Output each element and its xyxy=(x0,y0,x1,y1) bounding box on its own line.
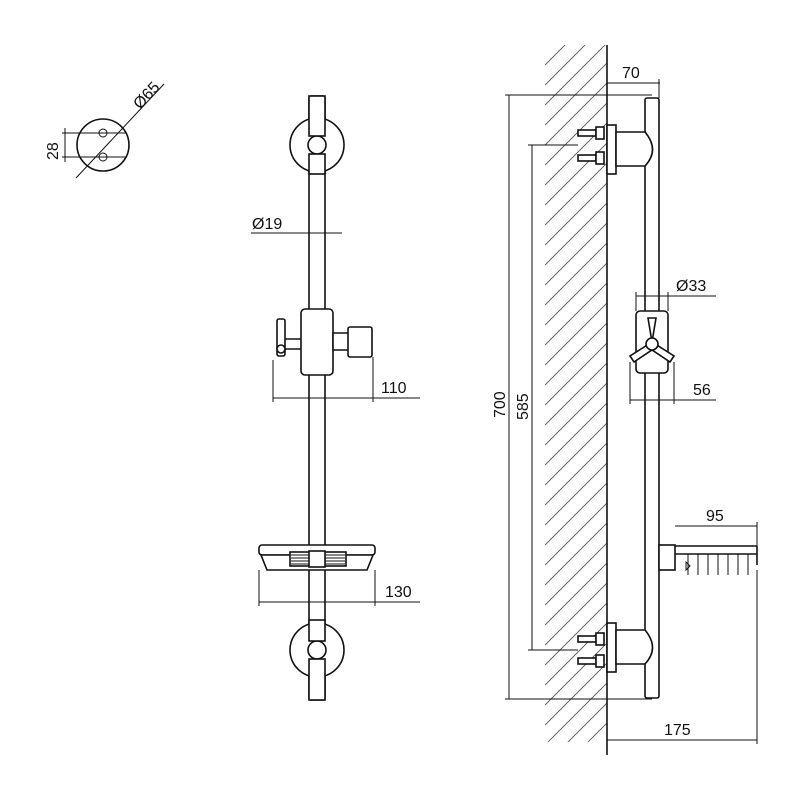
rail-diameter-label: Ø19 xyxy=(252,216,282,233)
wall-hatch xyxy=(545,45,607,742)
side-width-label: 70 xyxy=(622,65,640,82)
fixing-centers-label: 585 xyxy=(515,393,532,420)
flange-diameter-label: Ø65 xyxy=(130,79,163,113)
dish-depth-label: 95 xyxy=(706,508,724,525)
hole-spacing-label: 28 xyxy=(45,142,62,160)
rail-side xyxy=(644,97,660,699)
bottom-flange xyxy=(289,619,345,701)
side-view: Ø33 56 95 70 xyxy=(492,45,758,755)
holder-depth-label: 56 xyxy=(693,382,711,399)
bottom-bracket xyxy=(577,622,654,673)
holder-diameter-label: Ø33 xyxy=(676,278,706,295)
shower-holder xyxy=(276,308,373,376)
soap-dish xyxy=(258,544,376,571)
overall-projection-label: 175 xyxy=(664,722,691,739)
soap-dish-side xyxy=(658,544,758,575)
flange-top-view: Ø65 28 xyxy=(45,79,165,179)
holder-side xyxy=(628,310,676,374)
holder-projection-label: 110 xyxy=(381,380,407,397)
top-bracket xyxy=(577,124,654,175)
front-view: Ø19 110 130 xyxy=(251,95,420,701)
overall-height-label: 700 xyxy=(492,391,509,418)
top-flange xyxy=(289,95,345,175)
soap-dish-width-label: 130 xyxy=(385,584,412,601)
